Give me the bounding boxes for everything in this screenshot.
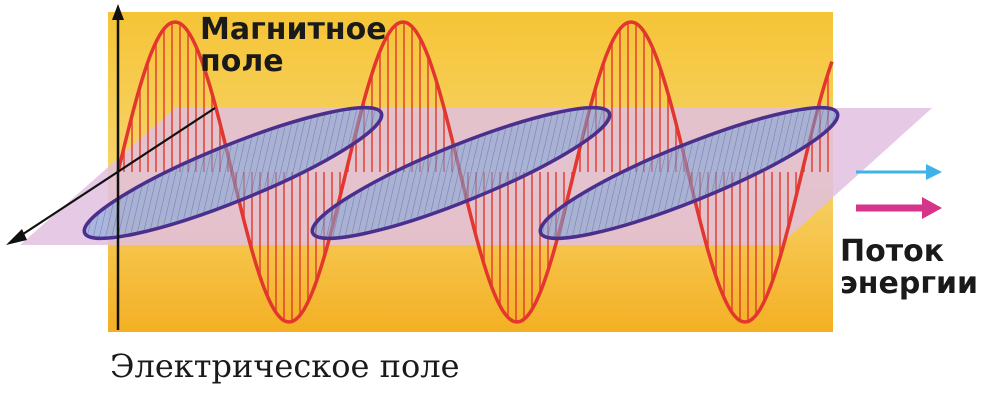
energy-label-line1: Поток bbox=[840, 234, 945, 269]
energy-arrow-cyan-head bbox=[926, 164, 942, 180]
energy-arrow-magenta-head bbox=[922, 197, 942, 219]
magnetic-label-line1: Магнитное bbox=[200, 12, 387, 47]
magnetic-loop-hatch-3 bbox=[542, 109, 836, 237]
magnetic-axis-arrowhead bbox=[6, 229, 27, 245]
magnetic-axis bbox=[13, 107, 216, 241]
magnetic-field-wave bbox=[82, 105, 840, 241]
vertical-axis-arrowhead bbox=[112, 4, 124, 20]
electric-field-label: Электрическое поле bbox=[110, 347, 460, 385]
magnetic-loop-hatch-2 bbox=[314, 109, 608, 237]
energy-label-line2: энергии bbox=[840, 265, 979, 301]
energy-flow-label: Поток энергии bbox=[840, 236, 978, 299]
magnetic-label-line2: поле bbox=[200, 43, 284, 79]
magnetic-field-label: Магнитное поле bbox=[200, 14, 387, 77]
magnetic-loop-hatch-1 bbox=[86, 109, 380, 237]
